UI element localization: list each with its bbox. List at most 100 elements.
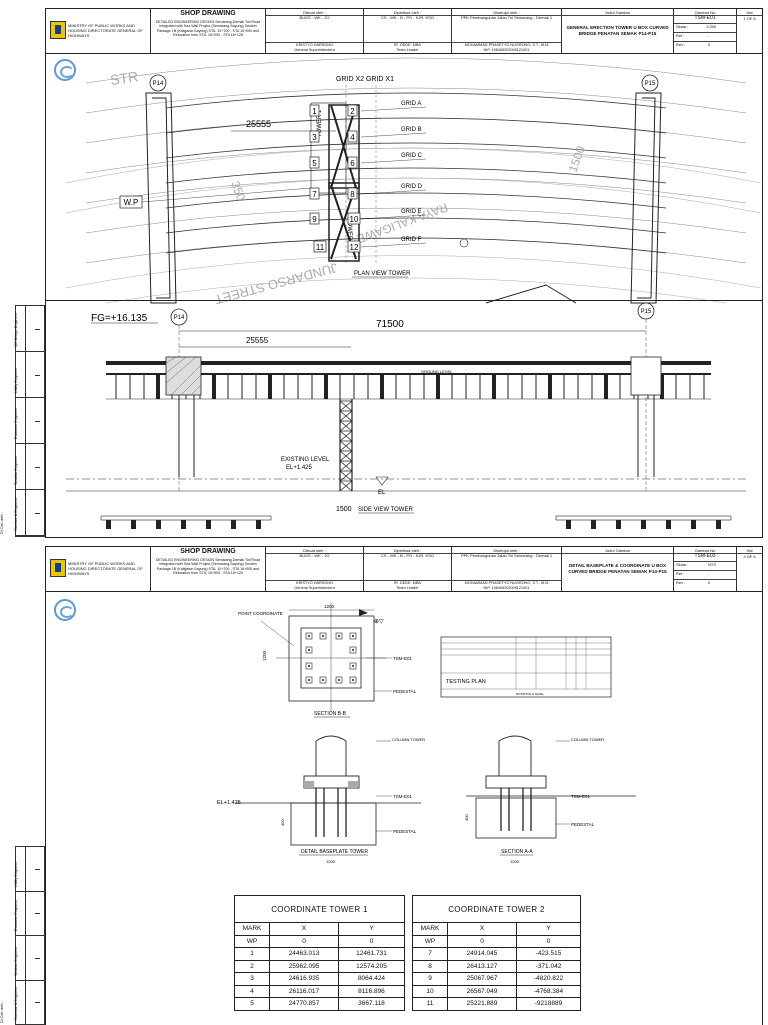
flag-icon: ⊕▽ xyxy=(374,619,384,625)
mark-3: 3 xyxy=(312,133,317,142)
grid-e: GRID E xyxy=(401,209,422,215)
mark-7: 7 xyxy=(312,190,317,199)
mark-cell: WP xyxy=(413,935,448,948)
ministry-name: MINISTRY OF PUBLIC WORKS AND HOUSING DIR… xyxy=(68,23,148,38)
table-2-title: COORDINATE TOWER 2 xyxy=(413,896,581,923)
detail-column-label: COLUMN TOWER xyxy=(392,737,425,742)
p14-label: P14 xyxy=(153,81,164,87)
mark-6: 6 xyxy=(350,159,355,168)
detail-el-label: EL+1.425 xyxy=(217,800,241,806)
check-box: Utility Engineer xyxy=(16,352,44,398)
dim-right: 1500 xyxy=(566,144,588,174)
x-cell: 24770.857 xyxy=(270,998,339,1011)
side-view-drawing: FG=+16.135 P14 P15 71500 25555 GROUND LE… xyxy=(46,301,762,537)
table-1-header-x: X xyxy=(270,923,339,936)
detail-tsm-label: TSM-E01 xyxy=(393,794,413,799)
project-description: DETAILED ENGINEERING DESIGN Semarang-Dem… xyxy=(153,20,263,38)
ref-value: - xyxy=(708,33,709,38)
drawing-title-header-2: Judul Gambar xyxy=(562,548,673,554)
x-cell: 0 xyxy=(448,935,517,948)
section-column-label: COLUMN TOWER xyxy=(571,737,604,742)
table-1-header-y: Y xyxy=(339,923,405,936)
fg-label: FG=+16.135 xyxy=(91,313,148,324)
section-bottom-dim: 1200 xyxy=(510,859,520,864)
page-number: 1 OF 6 xyxy=(737,16,762,21)
page-number-2: 3 OF 6 xyxy=(737,554,762,559)
y-cell: 8116.896 xyxy=(339,985,405,998)
project-cell-2: SHOP DRAWING DETAILED ENGINEERING DESIGN… xyxy=(151,547,266,591)
mark-cell: 10 xyxy=(413,985,448,998)
el-label: EL xyxy=(378,490,386,496)
drawing-title-cell-2: Judul Gambar DETAIL BASEPLATE & COORDINA… xyxy=(562,547,674,591)
y-cell: -4768.384 xyxy=(517,985,581,998)
approved-by-cell: Disetujui oleh : PPK Pembangunan Jalan T… xyxy=(452,9,562,53)
scale-label-2: Skala : xyxy=(676,562,688,567)
checked-by-value-2: CS - WK - B - PO - KJR. KSO xyxy=(364,553,451,558)
approved-by-value: PPK Pembangunan Jalan Tol Semarang - Dem… xyxy=(452,15,561,20)
check-box: Drainase Engineer xyxy=(16,398,44,444)
plan-view-caption: PLAN VIEW TOWER xyxy=(354,271,411,277)
mark-cell: 3 xyxy=(235,973,270,986)
table-2-header-mark: MARK xyxy=(413,923,448,936)
plan-dim: 25555 xyxy=(246,119,271,129)
grid-a: GRID A xyxy=(401,101,421,107)
plan-width-dim: 1200 xyxy=(324,604,335,609)
check-role-label: QC Bridge Engineer xyxy=(14,313,18,347)
section-bb-caption: SECTION B-B xyxy=(314,711,347,717)
ministry-cell: MINISTRY OF PUBLIC WORKS AND HOUSING DIR… xyxy=(46,9,151,53)
side-dim-bottom: 1500 xyxy=(336,506,352,513)
check-role-label: Struktur Engineer xyxy=(14,455,18,485)
side-p15-label: P15 xyxy=(641,309,652,315)
mark-cell: 7 xyxy=(413,948,448,961)
x-cell: 24463.013 xyxy=(270,948,339,961)
check-box: Struktur Engineer xyxy=(16,444,44,490)
y-cell: 3667.118 xyxy=(339,998,405,1011)
legend-title: TESTING PLAN xyxy=(446,679,486,685)
detail-pedestal-label: PEDESTAL xyxy=(393,829,417,834)
ministry-logo-icon xyxy=(50,21,66,39)
span-dim: 71500 xyxy=(376,319,404,330)
detail-baseplate: EL+1.425 COLUMN TOWER TSM-E01 PEDESTAL 4… xyxy=(217,736,425,864)
y-cell: -9218889 xyxy=(517,998,581,1011)
mark-2: 2 xyxy=(350,107,355,116)
x-cell: 24616.935 xyxy=(270,973,339,986)
y-cell: 12574.205 xyxy=(339,960,405,973)
mark-1: 1 xyxy=(312,107,317,116)
mark-cell: WP xyxy=(235,935,270,948)
made-by-cell: Dibuat oleh : BUGS - WK - JO KRISTYO HAR… xyxy=(266,9,364,53)
rev-label-2: Rev : xyxy=(676,580,685,585)
section-pedestal-label: PEDESTAL xyxy=(571,822,595,827)
title-block-2: MINISTRY OF PUBLIC WORKS AND HOUSING DIR… xyxy=(46,547,762,592)
grid-top-label: GRID X2 GRID X1 xyxy=(336,76,394,83)
x-cell: 25221.889 xyxy=(448,998,517,1011)
check-role-label: Utility Engineer xyxy=(14,367,18,393)
rev-label: Rev : xyxy=(676,42,685,47)
drawing-title: GENERAL ERECTION TOWER U BOX CURVED BRID… xyxy=(562,25,673,37)
plan-tsm-label: TSM-E01 xyxy=(393,656,413,661)
check-box: Utility Engineer xyxy=(16,847,44,892)
x-cell: 26567.049 xyxy=(448,985,517,998)
scale-value: 1:250 xyxy=(706,24,716,29)
mark-12: 12 xyxy=(350,243,359,252)
detail-bottom-dim: 1200 xyxy=(326,859,336,864)
drawing-no: TSM-E01 xyxy=(674,16,736,21)
checked-by-cell-2: Diperiksa oleh : CS - WK - B - PO - KJR.… xyxy=(364,547,452,591)
approved-by-value-2: PPK Pembangunan Jalan Tol Semarang - Dem… xyxy=(452,553,561,558)
section-bb-plan: POINT COORDINATE 1200 1200 ⊕▽ TSM-E01 PE… xyxy=(238,603,417,717)
check-box: Gambar & Engineer xyxy=(16,490,44,536)
mark-4: 4 xyxy=(350,133,355,142)
mark-8: 8 xyxy=(350,190,355,199)
y-cell: 12461.731 xyxy=(339,948,405,961)
drawing-title-2: DETAIL BASEPLATE & COORDINATE U BOX CURV… xyxy=(562,563,673,575)
x-cell: 24914.045 xyxy=(448,948,517,961)
mark-cell: 9 xyxy=(413,973,448,986)
detail-400-dim: 400 xyxy=(280,819,285,826)
ref-value-2: - xyxy=(708,571,709,576)
